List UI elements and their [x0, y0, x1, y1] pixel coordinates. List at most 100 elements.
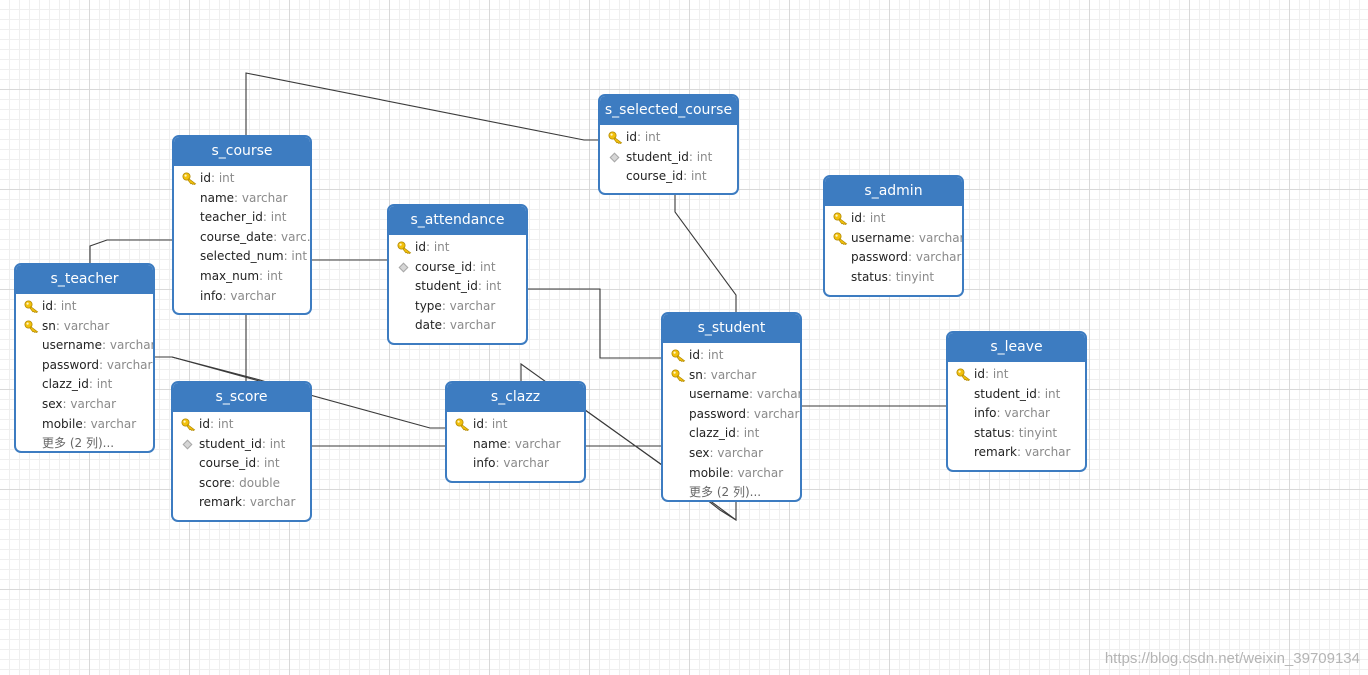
connector-course-teacher[interactable]	[89, 239, 172, 264]
field-separator: :	[861, 211, 870, 225]
entity-title[interactable]: s_admin	[825, 177, 962, 206]
field-row[interactable]: info: varchar	[174, 287, 310, 307]
field-row[interactable]: id: int	[389, 238, 526, 258]
field-row[interactable]: mobile: varchar	[16, 415, 153, 435]
field-row[interactable]: sex: varchar	[16, 395, 153, 415]
field-type: varchar	[503, 456, 549, 471]
entity-title[interactable]: s_leave	[948, 333, 1085, 362]
field-type: int	[263, 456, 280, 471]
field-row[interactable]: name: varchar	[447, 435, 584, 455]
connector-attendance-student[interactable]	[527, 288, 662, 359]
field-name: course_id	[199, 456, 257, 471]
field-row[interactable]: username: varchar	[16, 336, 153, 356]
field-row[interactable]: selected_num: int	[174, 247, 310, 267]
field-row[interactable]: id: int	[825, 209, 962, 229]
field-name: score	[199, 475, 232, 490]
field-row[interactable]: max_num: int	[174, 267, 310, 287]
field-row[interactable]: student_id: int	[600, 148, 737, 168]
field-row[interactable]: status: tinyint	[825, 268, 962, 288]
field-row[interactable]: status: tinyint	[948, 424, 1085, 444]
field-row[interactable]: id: int	[447, 415, 584, 435]
field-row[interactable]: remark: varchar	[173, 493, 310, 513]
field-separator: :	[907, 250, 916, 265]
field-row[interactable]: remark: varchar	[948, 443, 1085, 463]
field-row[interactable]: student_id: int	[389, 277, 526, 297]
primary-key-icon	[181, 418, 196, 431]
field-row[interactable]: id: int	[16, 297, 153, 317]
field-row[interactable]: clazz_id: int	[16, 375, 153, 395]
index-diamond-icon	[182, 439, 193, 450]
field-separator: :	[88, 377, 97, 392]
field-row[interactable]: password: varchar	[825, 248, 962, 268]
field-row[interactable]: student_id: int	[948, 385, 1085, 405]
field-row[interactable]: username: varchar	[663, 385, 800, 405]
more-columns-link[interactable]: 更多 (2 列)...	[689, 485, 762, 500]
entity-title[interactable]: s_score	[173, 383, 310, 412]
field-row[interactable]: id: int	[173, 415, 310, 435]
entity-title[interactable]: s_course	[174, 137, 310, 166]
field-name: course_id	[626, 169, 684, 184]
field-row[interactable]: password: varchar	[663, 405, 800, 425]
field-row[interactable]: score: double	[173, 474, 310, 494]
field-row[interactable]: id: int	[600, 128, 737, 148]
field-row[interactable]: teacher_id: int	[174, 208, 310, 228]
connector-selected-course-student[interactable]	[674, 194, 737, 313]
entity-title[interactable]: s_student	[663, 314, 800, 343]
field-name: id	[415, 240, 426, 254]
field-row[interactable]: student_id: int	[173, 435, 310, 455]
field-row[interactable]: sn: varchar	[663, 366, 800, 386]
field-row[interactable]: id: int	[663, 346, 800, 366]
field-row[interactable]: password: varchar	[16, 356, 153, 376]
field-type: int	[96, 377, 113, 392]
field-row[interactable]: info: varchar	[447, 454, 584, 474]
field-row[interactable]: date: varchar	[389, 316, 526, 336]
field-row[interactable]: type: varchar	[389, 297, 526, 317]
field-row[interactable]: sn: varchar	[16, 317, 153, 337]
field-separator: :	[688, 149, 697, 164]
entity-title[interactable]: s_attendance	[389, 206, 526, 235]
field-type: varchar	[737, 465, 784, 480]
field-type: tinyint	[1018, 425, 1058, 440]
entity-title[interactable]: s_teacher	[16, 265, 153, 294]
field-row[interactable]: course_id: int	[389, 258, 526, 278]
entity-title[interactable]: s_selected_course	[600, 96, 737, 125]
field-row[interactable]: name: varchar	[174, 189, 310, 209]
field-row[interactable]: mobile: varchar	[663, 464, 800, 484]
more-columns-link[interactable]: 更多 (2 列)...	[42, 436, 115, 451]
field-row[interactable]: username: varchar	[825, 229, 962, 249]
field-type: int	[707, 348, 724, 362]
field-row[interactable]: info: varchar	[948, 404, 1085, 424]
field-name: username	[42, 338, 102, 353]
field-row[interactable]: course_date: varc...	[174, 228, 310, 248]
field-name: id	[42, 299, 53, 313]
field-name: status	[851, 269, 888, 284]
field-row[interactable]: sex: varchar	[663, 444, 800, 464]
entity-title[interactable]: s_clazz	[447, 383, 584, 412]
field-type: int	[60, 299, 77, 313]
field-name: sn	[42, 318, 56, 333]
field-name: student_id	[974, 386, 1037, 401]
field-type: varchar	[753, 406, 800, 421]
field-row[interactable]: course_id: int	[173, 454, 310, 474]
field-separator: :	[1010, 425, 1019, 440]
field-row[interactable]: id: int	[174, 169, 310, 189]
field-row[interactable]: id: int	[948, 365, 1085, 385]
field-type: int	[433, 240, 450, 254]
field-row[interactable]: clazz_id: int	[663, 424, 800, 444]
field-name: clazz_id	[42, 377, 89, 392]
field-separator: :	[52, 299, 61, 313]
connector-course-selected-course[interactable]	[245, 72, 600, 141]
primary-key-icon	[956, 368, 971, 381]
field-row[interactable]: course_id: int	[600, 167, 737, 187]
